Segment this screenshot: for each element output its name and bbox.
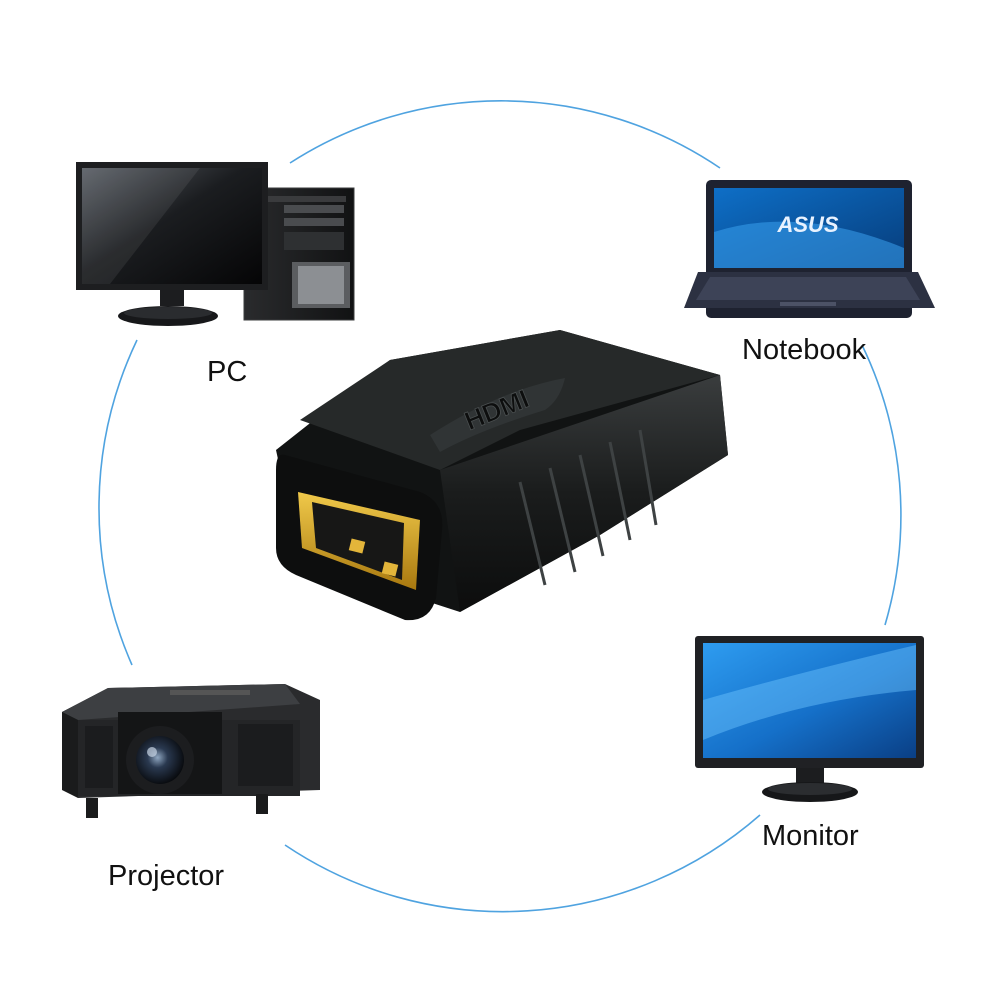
ring-arc-bottom <box>284 814 761 913</box>
notebook-label: Notebook <box>742 334 867 366</box>
laptop-logo-text: ASUS <box>776 212 838 237</box>
monitor-icon <box>695 636 924 802</box>
notebook-icon: ASUS <box>684 180 935 318</box>
hdmi-adapter-icon: HDMI <box>276 330 728 621</box>
ring-arc-left <box>98 339 138 666</box>
connection-ring <box>98 100 902 913</box>
ring-arc-top <box>289 100 721 169</box>
monitor-label: Monitor <box>762 820 859 852</box>
projector-label: Projector <box>108 860 225 892</box>
projector-icon <box>62 684 320 818</box>
pc-icon <box>76 162 355 326</box>
pc-label: PC <box>207 356 248 388</box>
ring-arc-right <box>861 344 902 626</box>
